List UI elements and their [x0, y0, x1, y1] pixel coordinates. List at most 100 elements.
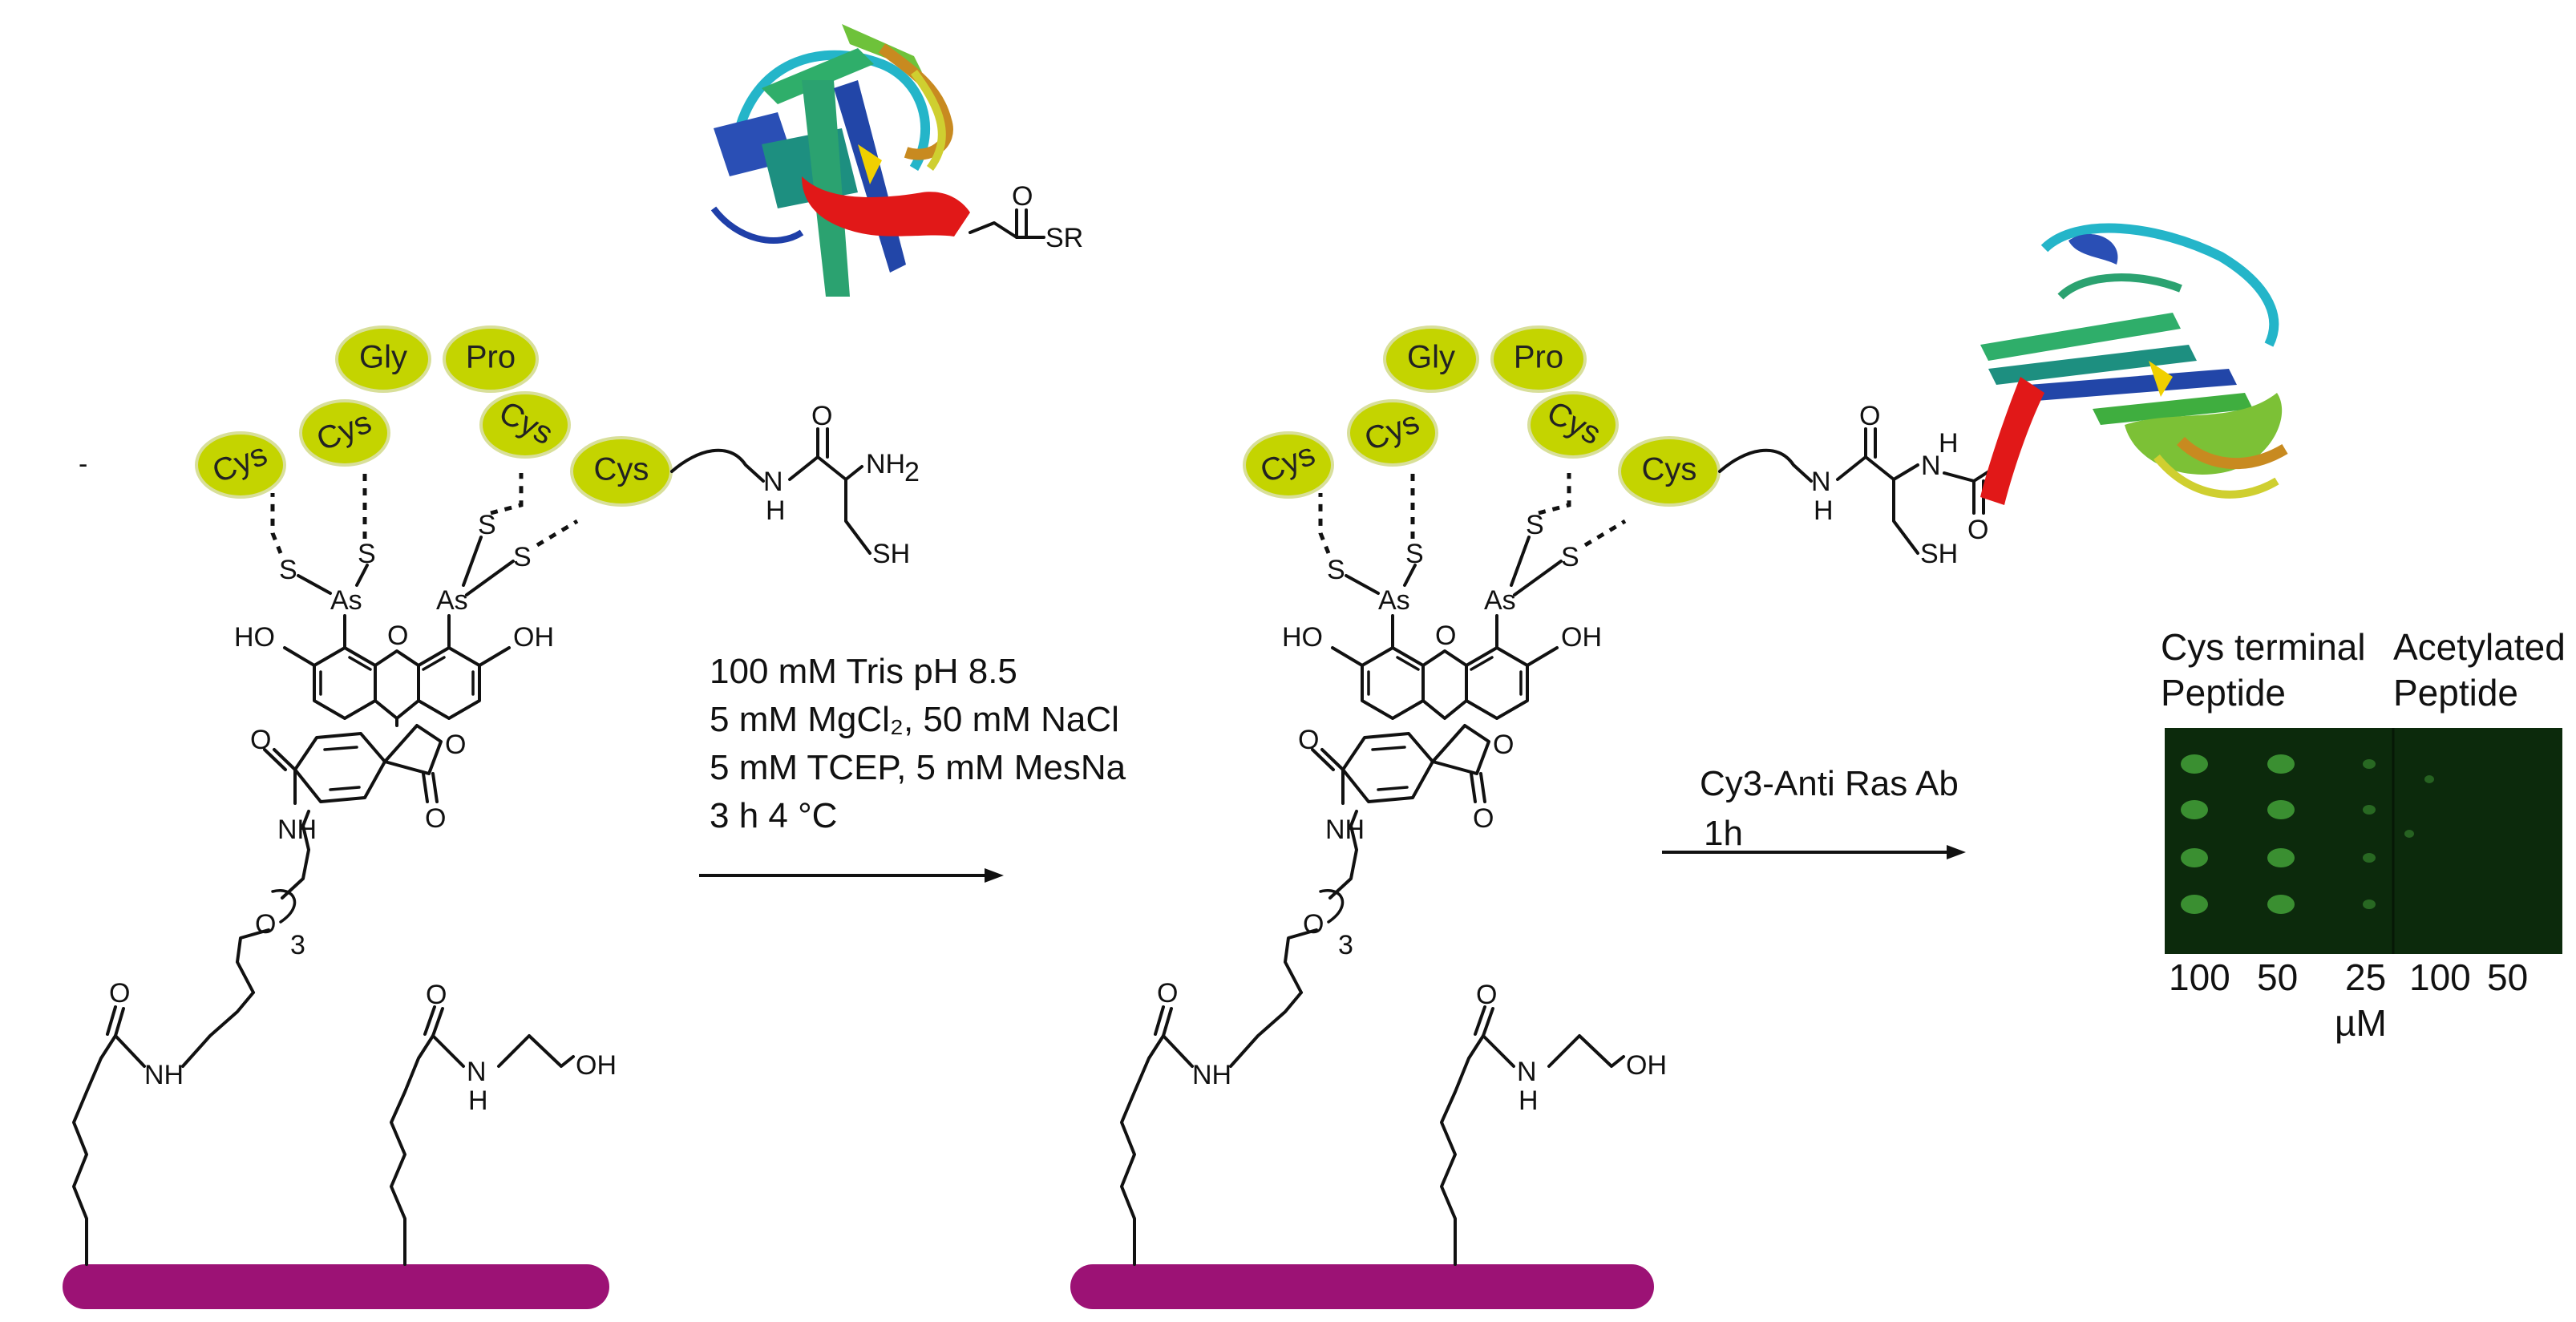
- left-residue-pro: Pro: [443, 325, 539, 393]
- right-peg-n: 3: [1338, 930, 1353, 960]
- left-eth-h: H: [468, 1085, 488, 1116]
- left-eth-o: O: [426, 980, 447, 1010]
- right-ho: HO: [1282, 622, 1323, 653]
- protein-ribbon-free: [710, 24, 970, 297]
- conc-label-5: 50: [2487, 956, 2528, 998]
- right-eth-h: H: [1519, 1085, 1539, 1116]
- svg-text:Gly: Gly: [359, 340, 407, 375]
- detection-line-1: Cy3-Anti Ras Ab: [1700, 764, 1959, 803]
- right-residue-cys2: Cys: [1347, 399, 1438, 467]
- right-ring-o: O: [1435, 621, 1456, 651]
- group1-title-line1: Cys terminal: [2161, 626, 2366, 668]
- right-linker-nh: NH: [1192, 1060, 1231, 1090]
- detection-line-2: 1h: [1704, 814, 1743, 853]
- condition-line-2: 5 mM MgCl₂, 50 mM NaCl: [710, 700, 1119, 739]
- array-spot-faint: [2404, 830, 2414, 838]
- right-eth-o: O: [1476, 980, 1497, 1010]
- right-lactone-co-o: O: [1473, 803, 1494, 834]
- array-spots: [2181, 754, 2434, 914]
- right-s4: S: [1561, 542, 1579, 572]
- left-cys-n: N: [763, 467, 783, 497]
- left-peg-n: 3: [290, 930, 305, 960]
- right-residue-cys1: Cys: [1243, 431, 1334, 499]
- left-n-terminal-cysteine: N H O NH 2 SH: [763, 401, 920, 569]
- right-oh: OH: [1561, 622, 1602, 653]
- right-cys-n: N: [1811, 467, 1831, 497]
- right-ligation-h: H: [1939, 428, 1959, 459]
- left-residue-cys3: Cys: [479, 391, 571, 459]
- array-spot: [2181, 800, 2208, 819]
- left-lactone-co-o: O: [425, 803, 446, 834]
- thioester-o: O: [1012, 181, 1033, 212]
- svg-text:Cys: Cys: [1642, 452, 1697, 487]
- left-residue-cys2: Cys: [299, 399, 390, 467]
- right-ligation-n: N: [1921, 451, 1941, 481]
- right-as-right: As: [1484, 585, 1516, 616]
- group2-title-line2: Peptide: [2393, 672, 2518, 714]
- array-spot: [2363, 759, 2376, 769]
- left-s1: S: [279, 555, 297, 585]
- left-sh: SH: [872, 539, 910, 569]
- detection-step: Cy3-Anti Ras Ab 1h: [1662, 764, 1966, 859]
- svg-text:Gly: Gly: [1407, 340, 1455, 375]
- left-ho: HO: [234, 622, 275, 653]
- right-sh: SH: [1920, 539, 1958, 569]
- left-carbonyl-o: O: [250, 725, 271, 755]
- left-peptide: Cys Cys Gly Pro Cys Cys: [195, 325, 765, 507]
- left-residue-cys1: Cys: [195, 431, 286, 499]
- right-cys-h: H: [1814, 495, 1834, 526]
- left-nh2: NH: [866, 449, 905, 479]
- left-cys-o: O: [811, 401, 832, 431]
- right-ethanolamine-arm: O N H OH: [1440, 980, 1667, 1266]
- array-spot-faint: [2424, 775, 2434, 783]
- right-eth-n: N: [1517, 1057, 1537, 1087]
- left-ring-o: O: [387, 621, 408, 651]
- svg-text:Cys: Cys: [594, 452, 649, 487]
- right-cys-o: O: [1859, 401, 1880, 431]
- right-fluorescein-core: O O O HO OH As As S S S S: [1282, 473, 1627, 834]
- reaction-arrow: [699, 868, 1004, 883]
- detection-arrow: [1662, 845, 1966, 859]
- right-carbonyl-o: O: [1298, 725, 1319, 755]
- right-s1: S: [1327, 555, 1345, 585]
- right-eth-oh: OH: [1626, 1050, 1667, 1081]
- left-oh: OH: [513, 622, 554, 653]
- svg-text:Pro: Pro: [1514, 340, 1563, 375]
- protein-thioester: O SR: [710, 24, 1083, 297]
- array-spot: [2267, 848, 2295, 867]
- right-residue-cys4: Cys: [1618, 436, 1721, 507]
- left-s4: S: [513, 542, 532, 572]
- conc-label-3: 25: [2345, 956, 2386, 998]
- right-peptide: Cys Cys Gly Pro Cys Cys: [1243, 325, 1813, 507]
- right-ligated-cysteine: N H O SH N H O: [1811, 401, 1998, 569]
- right-ligation-o: O: [1967, 515, 1988, 545]
- left-eth-n: N: [467, 1057, 487, 1087]
- right-s3: S: [1526, 510, 1544, 540]
- array-spot: [2363, 900, 2376, 909]
- array-spot: [2181, 848, 2208, 867]
- conc-label-2: 50: [2257, 956, 2298, 998]
- thioester-sr: SR: [1045, 223, 1083, 253]
- left-construct: O N H OH O NH O 3 NH O: [63, 325, 920, 1309]
- left-linker-o: O: [109, 978, 130, 1009]
- right-s2: S: [1405, 539, 1424, 569]
- right-as-left: As: [1378, 585, 1410, 616]
- condition-line-4: 3 h 4 °C: [710, 796, 837, 835]
- stray-mark: -: [79, 449, 87, 479]
- left-residue-gly: Gly: [335, 325, 431, 393]
- group1-title-line2: Peptide: [2161, 672, 2286, 714]
- right-peg-o: O: [1303, 909, 1324, 940]
- right-lactone-ring-o: O: [1493, 730, 1514, 760]
- left-peg-o: O: [255, 909, 276, 940]
- left-as-right: As: [436, 585, 468, 616]
- condition-line-1: 100 mM Tris pH 8.5: [710, 652, 1017, 691]
- array-spot: [2363, 805, 2376, 815]
- microarray-panel: Cys terminal Peptide Acetylated Peptide …: [2161, 626, 2566, 1044]
- reaction-conditions: 100 mM Tris pH 8.5 5 mM MgCl₂, 50 mM NaC…: [699, 652, 1126, 883]
- left-fluorescein-core: O O O HO OH As As S S S: [234, 473, 579, 834]
- array-spot: [2267, 895, 2295, 914]
- left-as-left: As: [330, 585, 362, 616]
- array-spot: [2181, 895, 2208, 914]
- left-residue-cys4: Cys: [570, 436, 673, 507]
